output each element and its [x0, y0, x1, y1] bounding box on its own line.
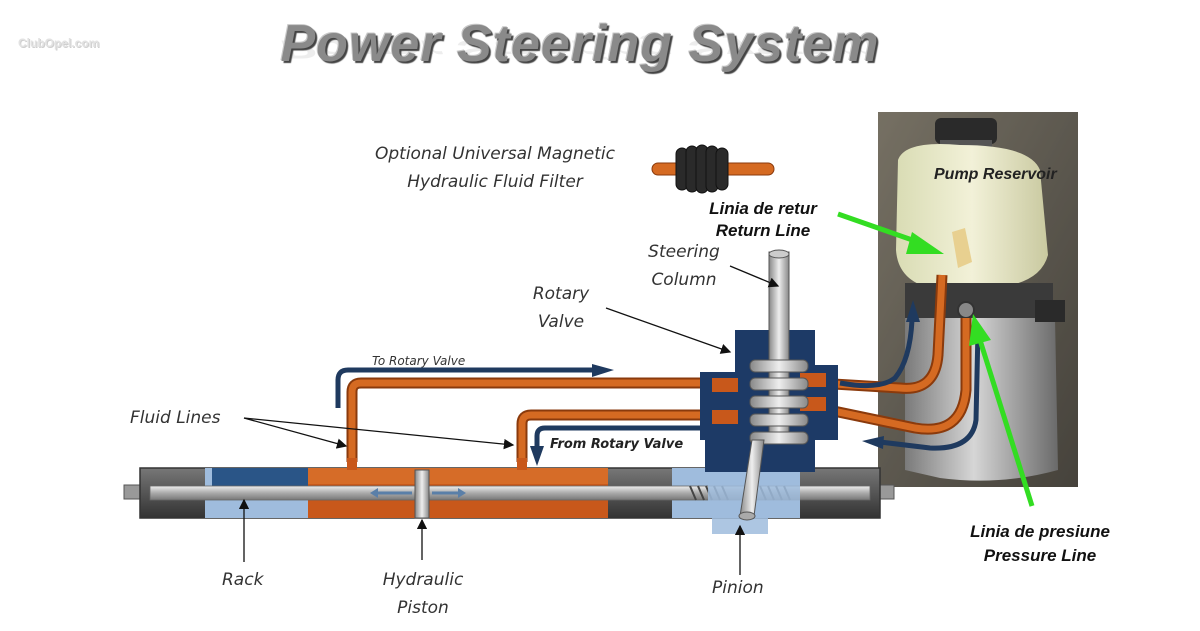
to-rotary-arrowhead: [592, 364, 614, 377]
pinion-label: Pinion: [712, 578, 764, 598]
from-rotary-valve-label: From Rotary Valve: [550, 437, 684, 452]
pump-photo: [878, 112, 1078, 487]
pressure-line-ro: Linia de presiune: [970, 522, 1110, 541]
piston-label-line2: Piston: [397, 598, 449, 618]
return-line-label: Linia de retur Return Line: [688, 198, 838, 242]
leader-lines: [238, 265, 780, 575]
rotary-valve-label: Rotary Valve: [520, 280, 602, 336]
steering-label-line1: Steering: [648, 242, 720, 262]
hydraulic-piston-label: Hydraulic Piston: [366, 566, 480, 622]
filter-label-line1: Optional Universal Magnetic: [375, 144, 615, 164]
rack-label: Rack: [222, 570, 264, 590]
page-title: Power Steering System: [280, 15, 880, 73]
rotary-valve: [700, 249, 838, 521]
filter-label-line2: Hydraulic Fluid Filter: [407, 172, 583, 192]
fluid-lines: [346, 274, 972, 462]
rotary-label-line2: Valve: [537, 312, 585, 332]
return-line-en: Return Line: [715, 221, 811, 240]
return-line-ro: Linia de retur: [709, 199, 817, 218]
steering-label-line2: Column: [651, 270, 717, 290]
rotary-label-line1: Rotary: [532, 284, 590, 304]
to-rotary-valve-label: To Rotary Valve: [372, 354, 466, 368]
watermark-logo: ClubOpel.com: [18, 36, 100, 50]
highlight-arrows: [837, 211, 1035, 507]
pressure-line-label: Linia de presiune Pressure Line: [940, 520, 1140, 568]
pump-reservoir-label: Pump Reservoir: [934, 166, 1057, 183]
steering-column-label: Steering Column: [636, 238, 732, 294]
flow-arrows: [335, 300, 981, 466]
filter-label: Optional Universal Magnetic Hydraulic Fl…: [350, 140, 640, 196]
from-rotary-arrowhead: [530, 446, 544, 466]
piston-label-line1: Hydraulic: [382, 570, 464, 590]
pressure-line-en: Pressure Line: [983, 546, 1097, 565]
fluid-lines-label: Fluid Lines: [130, 408, 221, 428]
magnetic-filter: [651, 144, 775, 194]
